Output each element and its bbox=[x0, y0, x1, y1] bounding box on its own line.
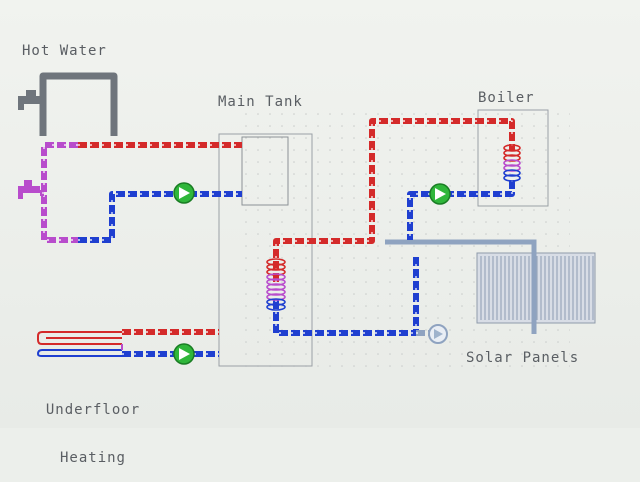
tank-coil-icon bbox=[266, 258, 286, 311]
main-tank-inner-chamber bbox=[241, 136, 289, 206]
pump-underfloor-icon[interactable] bbox=[173, 343, 195, 365]
coil-turn bbox=[503, 149, 521, 157]
main-tank-label: Main Tank bbox=[218, 94, 303, 110]
pump-solar-icon[interactable] bbox=[428, 324, 448, 344]
coil-turn bbox=[266, 288, 286, 296]
hot-water-return-pipe bbox=[78, 191, 242, 243]
coil-turn bbox=[266, 293, 286, 301]
hot-water-label: Hot Water bbox=[22, 43, 107, 59]
boiler-flow-pipe bbox=[273, 118, 515, 282]
underfloor-label-line2: Heating bbox=[59, 450, 126, 466]
underfloor-label-line1: Underfloor bbox=[45, 402, 141, 418]
heating-scheme-diagram bbox=[18, 72, 596, 370]
solar-panels-label: Solar Panels bbox=[466, 350, 580, 366]
coil-turn bbox=[266, 268, 286, 276]
coil-turn bbox=[266, 283, 286, 291]
hot-water-mixed-pipe bbox=[41, 142, 78, 243]
pump-hot-water-icon[interactable] bbox=[173, 182, 195, 204]
coil-turn bbox=[266, 258, 286, 266]
coil-turn bbox=[503, 144, 521, 152]
heating-scheme-screen: Hot Water Main Tank Boiler Solar Panels … bbox=[0, 0, 640, 466]
boiler[interactable] bbox=[477, 109, 549, 207]
coil-turn bbox=[503, 154, 521, 162]
main-tank[interactable] bbox=[218, 133, 313, 367]
underfloor-heating-label: Underfloor Heating bbox=[34, 370, 152, 482]
coil-turn bbox=[503, 169, 521, 177]
hot-water-mixed-pipe-flow-arrows bbox=[43, 144, 78, 241]
coil-turn bbox=[266, 303, 286, 311]
coil-turn bbox=[266, 273, 286, 281]
boiler-label: Boiler bbox=[478, 90, 535, 106]
boiler-return-pipe bbox=[407, 180, 515, 240]
hot-water-return-pipe-flow-arrows bbox=[78, 193, 242, 241]
coil-turn bbox=[503, 174, 521, 182]
hot-water-tap-icon[interactable] bbox=[18, 72, 118, 136]
coil-turn bbox=[266, 263, 286, 271]
coil-turn bbox=[266, 278, 286, 286]
coil-turn bbox=[503, 164, 521, 172]
solar-return-pipe bbox=[273, 254, 419, 336]
underfloor-heating-loops[interactable] bbox=[36, 331, 123, 357]
boiler-coil-icon bbox=[503, 144, 521, 182]
coil-turn bbox=[503, 159, 521, 167]
pump-boiler-icon[interactable] bbox=[429, 183, 451, 205]
mixer-tap-icon[interactable] bbox=[18, 180, 40, 199]
coil-turn bbox=[266, 298, 286, 306]
solar-panel-array[interactable] bbox=[385, 239, 596, 334]
